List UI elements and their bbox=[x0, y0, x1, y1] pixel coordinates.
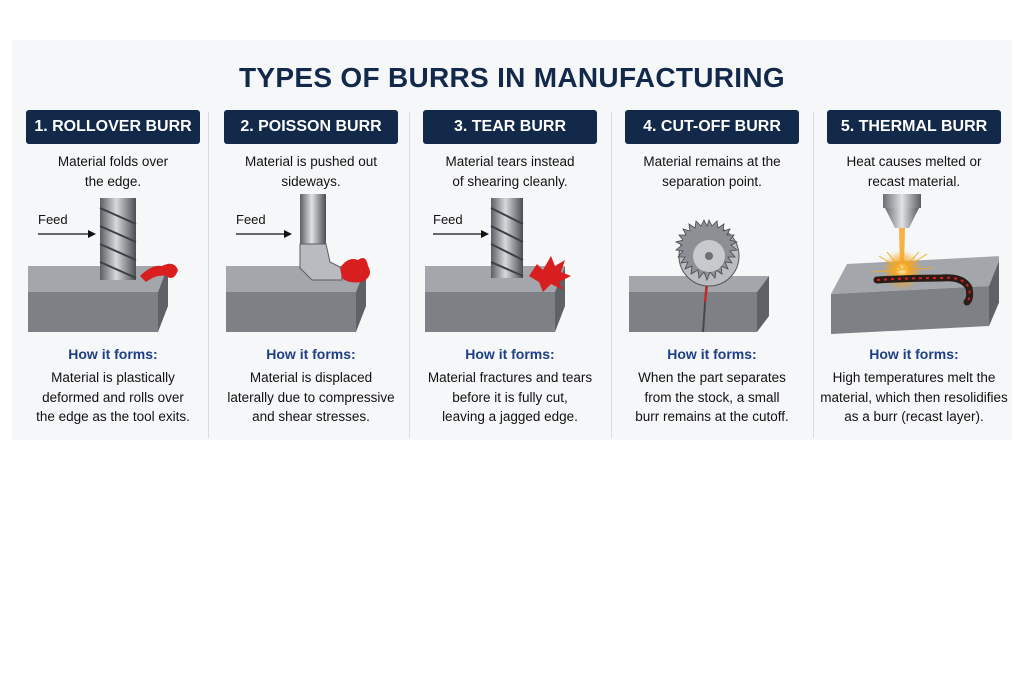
burr-type-header: 2. POISSON BURR bbox=[224, 110, 398, 144]
end-mill-rollover-icon: Feed bbox=[28, 198, 178, 332]
burr-type-header: 3. TEAR BURR bbox=[423, 110, 597, 144]
burr-type-explanation: Material fractures and tears before it i… bbox=[427, 370, 593, 424]
burr-type-explanation: Material is plastically deformed and rol… bbox=[36, 370, 190, 424]
how-it-forms-label: How it forms: bbox=[465, 346, 555, 362]
end-mill-tear-icon: Feed bbox=[425, 198, 571, 332]
burr-mark bbox=[529, 256, 571, 292]
saw-blade bbox=[674, 218, 740, 287]
how-it-forms-label: How it forms: bbox=[869, 346, 959, 362]
burr-type-description: Material is pushed out sideways. bbox=[244, 154, 378, 189]
burr-type-description: Material remains at the separation point… bbox=[643, 154, 781, 189]
burr-type-header: 5. THERMAL BURR bbox=[827, 110, 1001, 144]
burr-type-header: 1. ROLLOVER BURR bbox=[26, 110, 200, 144]
column-divider bbox=[611, 112, 612, 438]
burr-type-explanation: Material is displaced laterally due to c… bbox=[227, 370, 395, 424]
burr-type-description: Material tears instead of shearing clean… bbox=[445, 154, 575, 189]
column-divider bbox=[208, 112, 209, 438]
how-it-forms-label: How it forms: bbox=[266, 346, 356, 362]
how-it-forms-label: How it forms: bbox=[667, 346, 757, 362]
burr-type-description: Heat causes melted or recast material. bbox=[846, 154, 982, 189]
saw-blade-cutoff-icon bbox=[629, 218, 769, 333]
burr-type-header: 4. CUT-OFF BURR bbox=[625, 110, 799, 144]
burr-mark bbox=[704, 285, 708, 303]
burr-type-description: Material folds over the edge. bbox=[57, 154, 169, 189]
tool-poisson-icon: Feed bbox=[226, 194, 370, 332]
feed-label: Feed bbox=[433, 212, 463, 227]
laser-thermal-icon bbox=[831, 194, 999, 334]
column-divider bbox=[813, 112, 814, 438]
column-divider bbox=[409, 112, 410, 438]
burr-mark bbox=[340, 258, 370, 283]
burr-type-explanation: High temperatures melt the material, whi… bbox=[820, 370, 1008, 424]
how-it-forms-label: How it forms: bbox=[68, 346, 158, 362]
page-title: TYPES OF BURRS IN MANUFACTURING bbox=[239, 62, 785, 93]
burr-mark bbox=[140, 263, 178, 282]
feed-label: Feed bbox=[236, 212, 266, 227]
burr-type-thermal: 5. THERMAL BURR Heat causes melted or re… bbox=[819, 110, 1009, 440]
burr-type-cut-off: 4. CUT-OFF BURR Material remains at the … bbox=[617, 110, 807, 440]
burr-type-poisson: 2. POISSON BURR Material is pushed out s… bbox=[216, 110, 406, 440]
burr-type-tear: 3. TEAR BURR Material tears instead of s… bbox=[415, 110, 605, 440]
burr-type-explanation: When the part separates from the stock, … bbox=[635, 370, 789, 424]
feed-label: Feed bbox=[38, 212, 68, 227]
burr-type-rollover: 1. ROLLOVER BURR Material folds over the… bbox=[18, 110, 208, 440]
burr-mark bbox=[876, 276, 971, 303]
